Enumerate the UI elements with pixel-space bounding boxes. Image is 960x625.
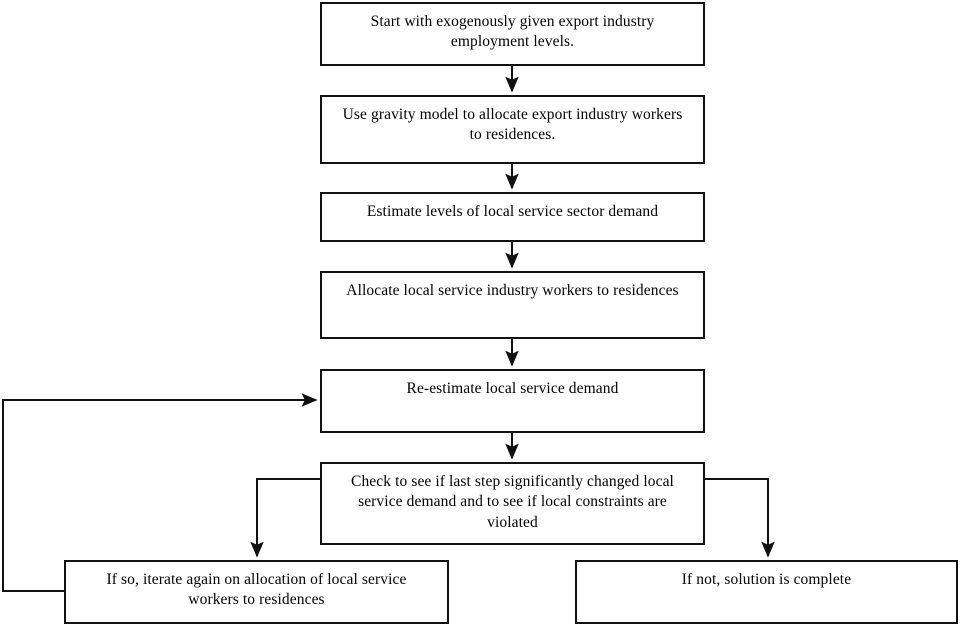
node-start[interactable]: Start with exogenously given export indu… [320, 2, 705, 66]
node-allocate-service-workers-label: Allocate local service industry workers … [346, 282, 679, 299]
node-solution-complete-label: If not, solution is complete [681, 571, 852, 588]
connector-check-to-iterate [250, 478, 320, 558]
node-estimate-demand[interactable]: Estimate levels of local service sector … [320, 192, 705, 242]
node-solution-complete[interactable]: If not, solution is complete [575, 560, 958, 624]
node-allocate-service-workers[interactable]: Allocate local service industry workers … [320, 271, 705, 339]
node-start-label: Start with exogenously given export indu… [370, 13, 655, 51]
node-iterate-again[interactable]: If so, iterate again on allocation of lo… [64, 560, 449, 624]
node-re-estimate-demand-label: Re-estimate local service demand [406, 380, 619, 397]
connector-check-to-complete [705, 478, 775, 558]
node-gravity-model-label: Use gravity model to allocate export ind… [342, 106, 683, 144]
node-re-estimate-demand[interactable]: Re-estimate local service demand [320, 369, 705, 433]
node-check-convergence-label: Check to see if last step significantly … [351, 473, 674, 531]
node-check-convergence[interactable]: Check to see if last step significantly … [320, 462, 705, 545]
node-estimate-demand-label: Estimate levels of local service sector … [366, 203, 659, 220]
node-gravity-model[interactable]: Use gravity model to allocate export ind… [320, 95, 705, 164]
node-iterate-again-label: If so, iterate again on allocation of lo… [106, 571, 407, 609]
